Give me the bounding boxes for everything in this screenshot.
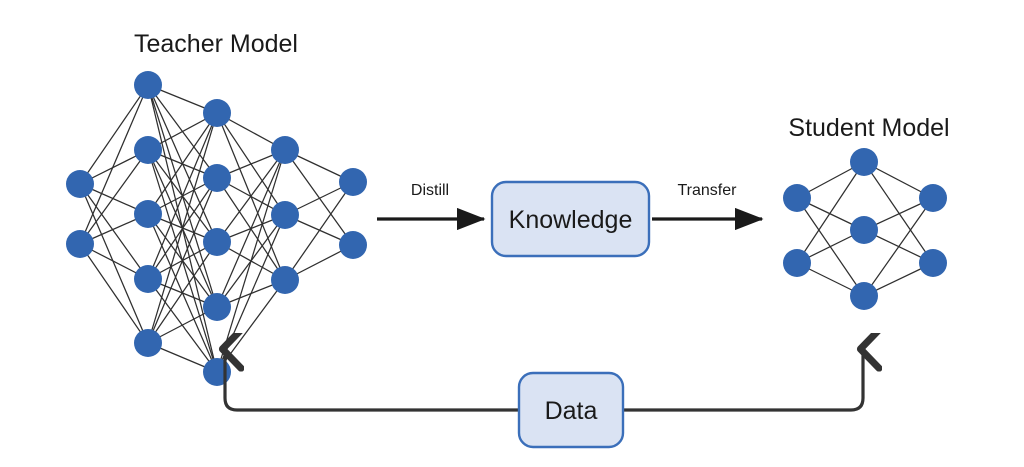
knowledge-box[interactable]: Knowledge <box>490 180 651 258</box>
data-box-label: Data <box>545 397 598 425</box>
transfer-label: Transfer <box>678 182 738 199</box>
student-model-title: Student Model <box>788 114 949 142</box>
teacher-node <box>203 228 231 256</box>
teacher-node <box>339 231 367 259</box>
student-node <box>850 282 878 310</box>
data-to-student-arrow <box>621 349 863 412</box>
teacher-node <box>203 164 231 192</box>
distill-label: Distill <box>411 182 449 199</box>
teacher-network-nodes <box>66 71 367 386</box>
teacher-node <box>66 230 94 258</box>
knowledge-box-label: Knowledge <box>509 206 633 234</box>
student-node <box>783 184 811 212</box>
teacher-node <box>134 71 162 99</box>
teacher-node <box>203 99 231 127</box>
teacher-node <box>203 358 231 386</box>
teacher-model-title: Teacher Model <box>134 30 298 58</box>
student-node <box>850 148 878 176</box>
student-node <box>850 216 878 244</box>
student-node <box>919 184 947 212</box>
data-to-teacher-arrow <box>225 349 521 412</box>
student-network-nodes <box>783 148 947 310</box>
teacher-node <box>134 136 162 164</box>
teacher-node <box>271 136 299 164</box>
teacher-node <box>66 170 94 198</box>
data-box-shape <box>517 371 625 449</box>
teacher-node <box>203 293 231 321</box>
teacher-node <box>271 201 299 229</box>
teacher-node <box>134 200 162 228</box>
teacher-node <box>134 265 162 293</box>
teacher-node <box>271 266 299 294</box>
teacher-node <box>134 329 162 357</box>
data-box[interactable]: Data <box>517 371 625 449</box>
knowledge-box-shape <box>490 180 651 258</box>
student-node <box>919 249 947 277</box>
student-node <box>783 249 811 277</box>
teacher-node <box>339 168 367 196</box>
